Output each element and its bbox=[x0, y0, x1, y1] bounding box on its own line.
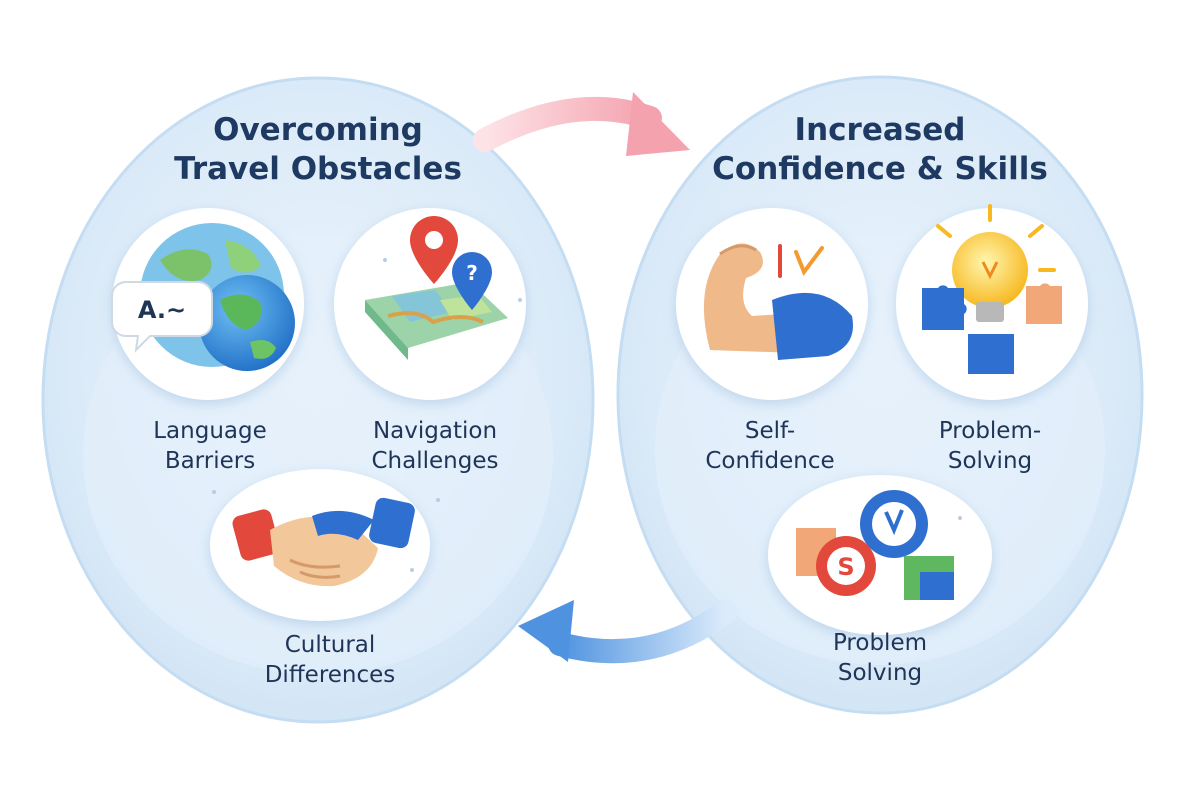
return-arrow bbox=[518, 600, 737, 664]
navigation-challenges-label: Navigation Challenges bbox=[371, 418, 499, 474]
svg-text:S: S bbox=[837, 553, 854, 581]
globe-speech-icon: A.~ bbox=[111, 208, 304, 400]
speech-bubble-text: A.~ bbox=[138, 296, 186, 324]
self-confidence-label: Self- Confidence bbox=[705, 418, 835, 474]
puzzle-badges-icon: S bbox=[768, 475, 992, 635]
decorative-dots bbox=[212, 258, 962, 572]
lightbulb-puzzle-icon bbox=[896, 204, 1088, 400]
left-panel-title: Overcoming Travel Obstacles bbox=[174, 112, 462, 187]
flexed-arm-icon bbox=[676, 208, 868, 400]
right-panel-title: Increased Confidence & Skills bbox=[712, 112, 1048, 187]
problem-solving-hyphen-label: Problem- Solving bbox=[938, 418, 1042, 474]
cultural-differences-label: Cultural Differences bbox=[264, 632, 396, 688]
handshake-icon bbox=[210, 469, 430, 621]
map-pins-icon: ? bbox=[334, 208, 526, 400]
problem-solving-label: Problem Solving bbox=[832, 630, 928, 686]
forward-arrow bbox=[473, 92, 690, 156]
question-mark: ? bbox=[466, 261, 478, 285]
language-barriers-label: Language Barriers bbox=[153, 418, 267, 474]
